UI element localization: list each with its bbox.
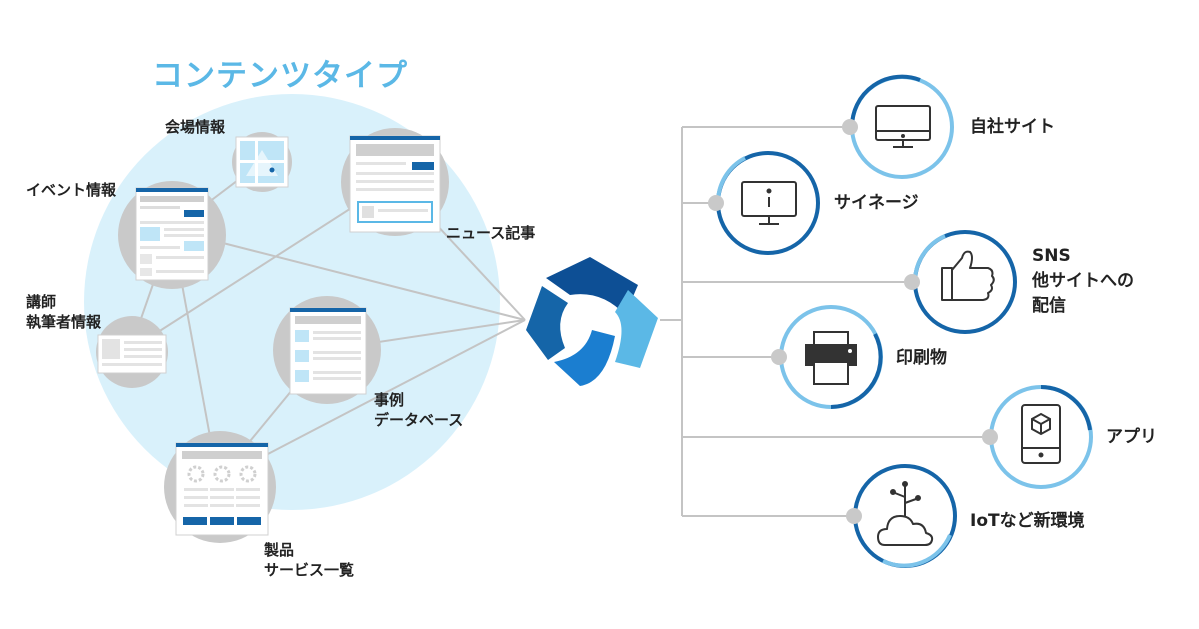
node-venue bbox=[232, 132, 292, 192]
output-print bbox=[771, 305, 883, 409]
label-news: ニュース記事 bbox=[446, 224, 536, 242]
label-sns-2: 他サイトへの bbox=[1032, 271, 1134, 291]
label-venue: 会場情報 bbox=[165, 118, 226, 136]
node-news bbox=[341, 128, 449, 236]
cloud-iot-icon bbox=[877, 481, 934, 546]
node-event bbox=[118, 181, 226, 289]
label-app: アプリ bbox=[1106, 427, 1157, 447]
label-sns-3: 配信 bbox=[1032, 296, 1066, 316]
output-iot bbox=[846, 464, 957, 568]
output-tree bbox=[660, 126, 990, 517]
label-speaker-1: 講師 bbox=[26, 293, 57, 311]
output-sns bbox=[904, 230, 1017, 334]
tablet-icon bbox=[1021, 404, 1061, 464]
label-product-2: サービス一覧 bbox=[264, 561, 355, 579]
label-sns-1: SNS bbox=[1032, 246, 1071, 266]
label-iot: IoTなど新環境 bbox=[970, 511, 1085, 531]
output-own-site bbox=[842, 74, 954, 179]
page-title: コンテンツタイプ bbox=[152, 58, 408, 94]
label-case-1: 事例 bbox=[374, 391, 405, 409]
label-print: 印刷物 bbox=[896, 348, 947, 368]
node-product bbox=[164, 431, 276, 543]
hub-logo-icon bbox=[526, 257, 658, 386]
output-app bbox=[982, 385, 1093, 489]
node-case bbox=[273, 296, 381, 404]
info-display-icon bbox=[741, 181, 797, 225]
thumbs-up-icon bbox=[941, 250, 995, 301]
label-product-1: 製品 bbox=[264, 541, 295, 559]
printer-icon bbox=[805, 331, 857, 385]
node-speaker bbox=[96, 316, 168, 388]
monitor-icon bbox=[875, 105, 931, 148]
label-case-2: データベース bbox=[374, 411, 464, 429]
label-event: イベント情報 bbox=[26, 181, 117, 199]
label-speaker-2: 執筆者情報 bbox=[26, 313, 102, 331]
output-signage bbox=[708, 151, 820, 255]
label-signage: サイネージ bbox=[834, 193, 919, 213]
label-own-site: 自社サイト bbox=[970, 117, 1055, 137]
